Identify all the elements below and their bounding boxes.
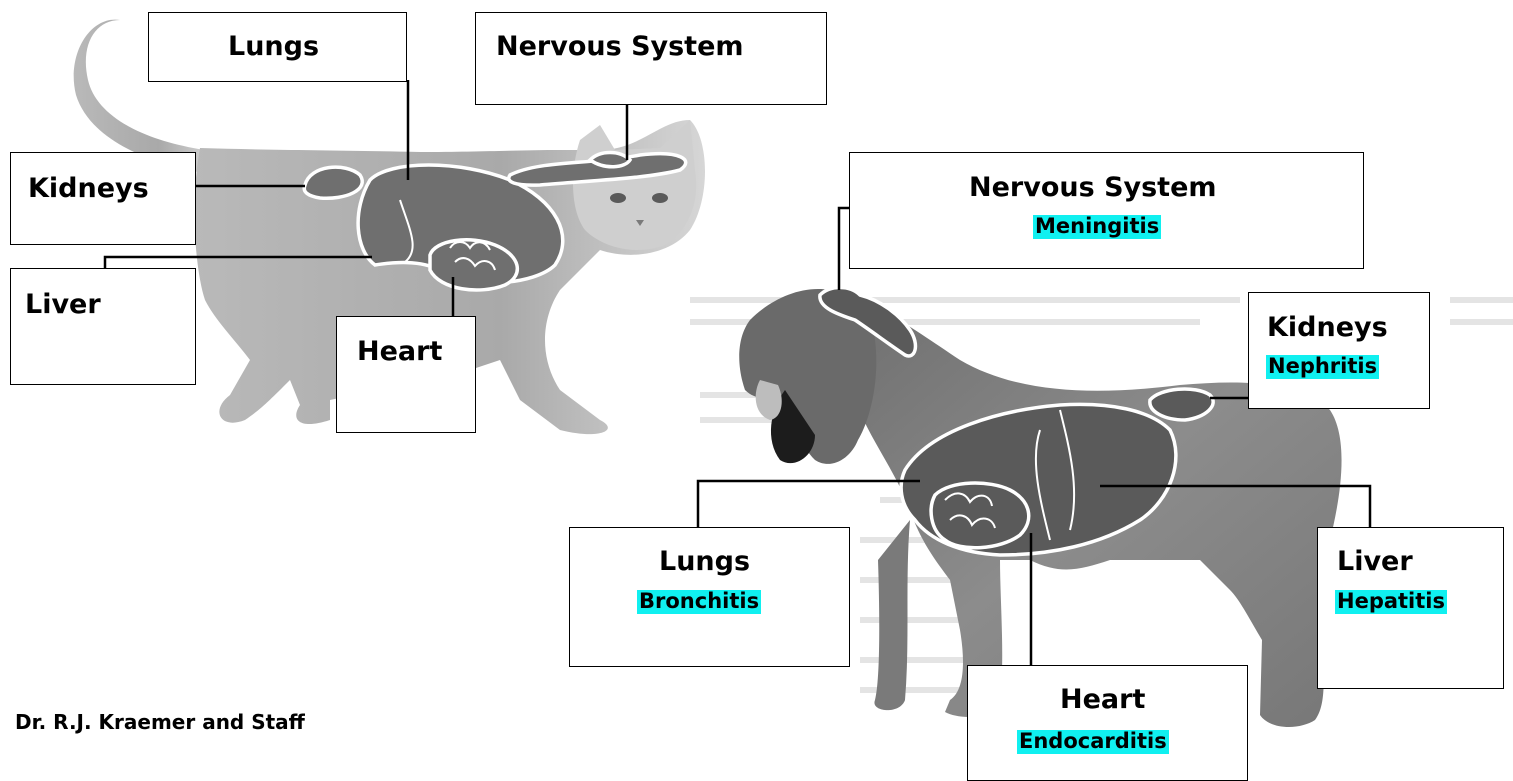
cat-liver-label: Liver: [25, 291, 101, 318]
dog-meningitis-label: Meningitis: [1033, 215, 1161, 239]
dog-liver-label: Liver: [1337, 548, 1413, 575]
dog-hepatitis-label: Hepatitis: [1335, 590, 1447, 614]
dog-kidneys-label: Kidneys: [1267, 314, 1388, 341]
dog-bronchitis-label: Bronchitis: [637, 590, 761, 614]
dog-nephritis-label: Nephritis: [1266, 355, 1379, 379]
cat-kidneys-label: Kidneys: [28, 175, 149, 202]
dog-nervous-system-label: Nervous System: [969, 174, 1217, 201]
dog-heart-label: Heart: [1060, 686, 1145, 713]
cat-lungs-label: Lungs: [228, 33, 319, 60]
cat-liver-box: [10, 268, 196, 385]
dog-nervous-system-box: [849, 152, 1364, 269]
credit-text: Dr. R.J. Kraemer and Staff: [15, 710, 305, 734]
cat-heart-label: Heart: [357, 338, 442, 365]
cat-heart-box: [336, 316, 476, 433]
dog-heart-box: [967, 665, 1248, 781]
cat-nervous-system-label: Nervous System: [496, 33, 744, 60]
dog-kidneys-box: [1248, 292, 1430, 409]
dog-lungs-label: Lungs: [659, 548, 750, 575]
dog-endocarditis-label: Endocarditis: [1017, 730, 1169, 754]
